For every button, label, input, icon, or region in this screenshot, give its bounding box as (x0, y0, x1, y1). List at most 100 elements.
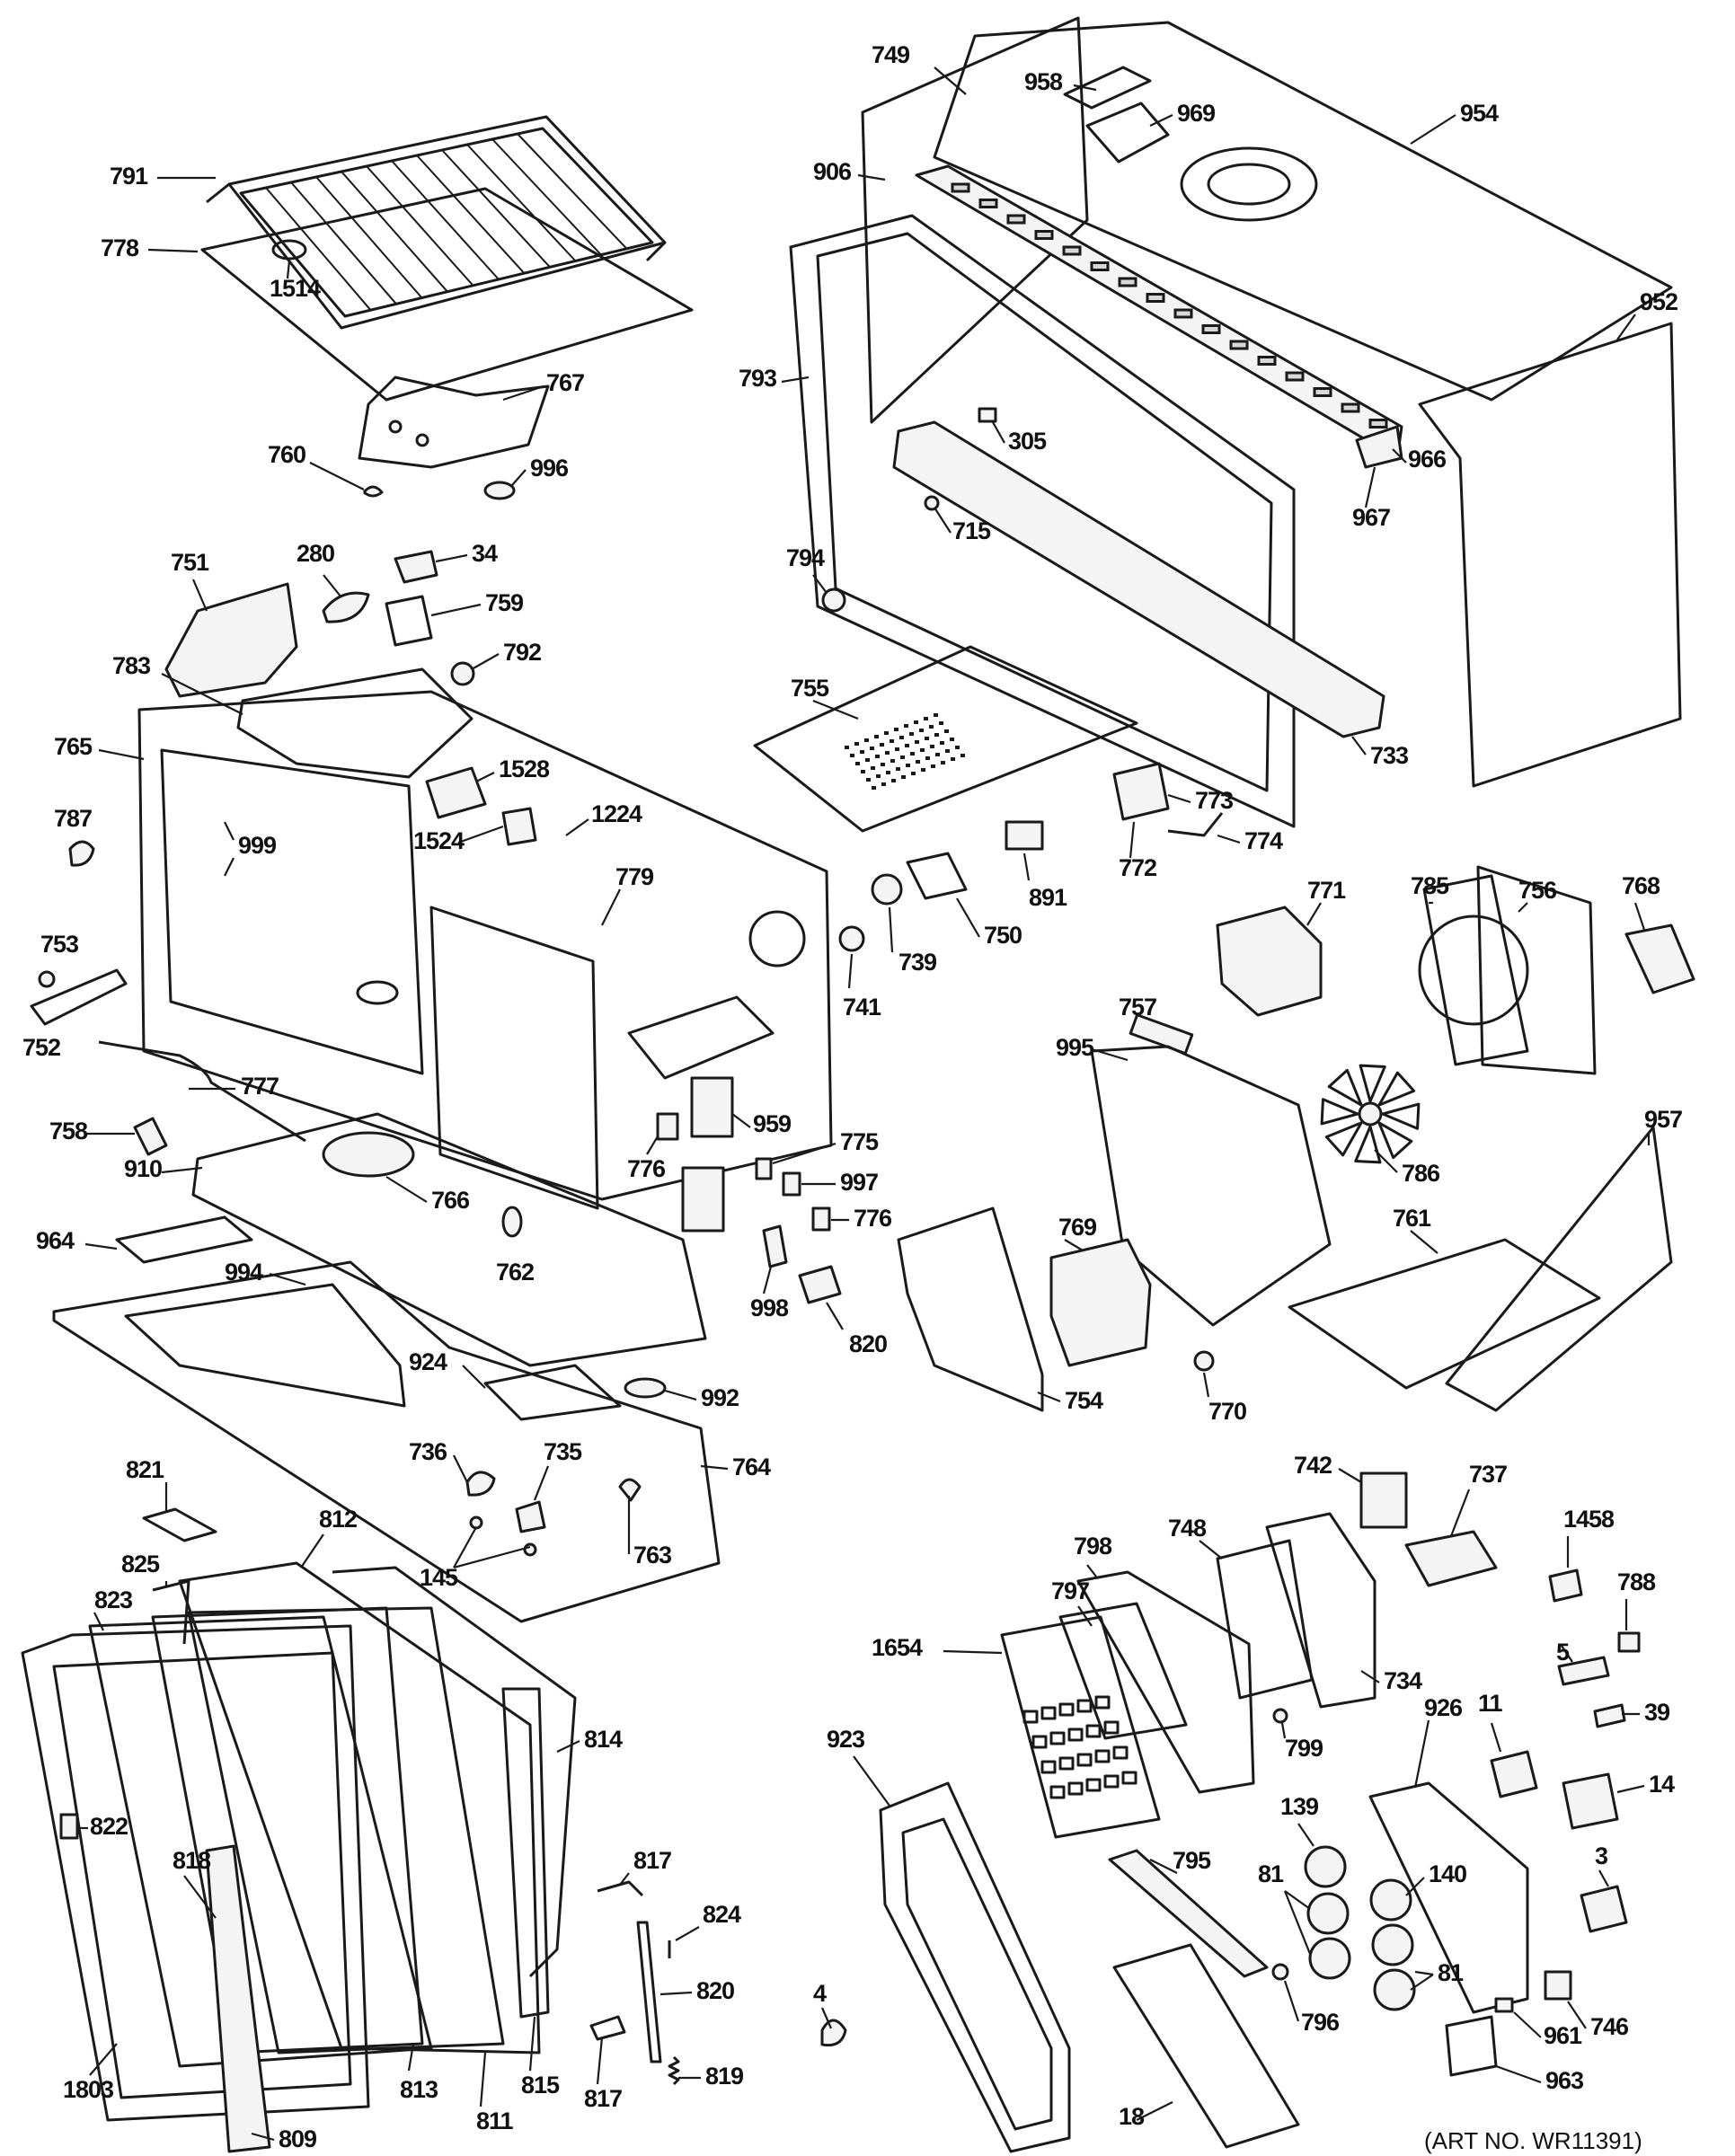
callout-11: 11 (1478, 1690, 1503, 1717)
leader-145-2 (453, 1545, 531, 1569)
base-761 (1288, 1238, 1601, 1390)
leader-81a-2 (1283, 1890, 1312, 1955)
grille-hole (876, 774, 881, 778)
callout-823: 823 (94, 1586, 133, 1613)
callout-280: 280 (297, 540, 334, 567)
callout-906: 906 (813, 158, 852, 185)
leader-280 (323, 574, 342, 598)
callout-748: 748 (1168, 1515, 1207, 1542)
callout-815: 815 (521, 2072, 560, 2099)
leader-817a (619, 1872, 630, 1886)
leader-963 (1495, 2064, 1542, 2084)
leader-751 (191, 579, 208, 612)
callout-809: 809 (279, 2125, 317, 2152)
callout-812: 812 (319, 1506, 357, 1533)
leader-776a (646, 1135, 659, 1155)
leader-736 (453, 1454, 468, 1483)
spring-819 (668, 2055, 680, 2086)
callout-1524: 1524 (413, 827, 465, 854)
bracket-734 (1265, 1512, 1376, 1709)
leader-761 (1410, 1230, 1438, 1254)
part-757 (1129, 1013, 1194, 1056)
leader-750 (956, 897, 980, 938)
stirrer-cover-767 (358, 376, 550, 469)
part-998 (762, 1224, 788, 1268)
callout-733: 733 (1370, 742, 1409, 769)
grille-hole (900, 755, 905, 759)
leader-814 (556, 1740, 580, 1753)
leader-1514 (286, 260, 291, 279)
tray-910 (191, 1112, 707, 1367)
callout-739: 739 (898, 949, 937, 976)
leader-797 (1077, 1605, 1093, 1627)
leader-734 (1360, 1670, 1380, 1683)
callout-1528: 1528 (499, 755, 550, 782)
callout-923: 923 (827, 1726, 865, 1753)
callout-819: 819 (705, 2063, 744, 2090)
grille-hole (924, 717, 928, 720)
callout-762: 762 (496, 1259, 534, 1286)
leader-966 (1392, 448, 1407, 464)
leader-812 (300, 1533, 324, 1568)
part-792 (450, 661, 475, 686)
waveguide-754 (897, 1206, 1044, 1412)
probe-777 (98, 1040, 306, 1143)
grille-hole (950, 738, 954, 741)
leader-4 (820, 2007, 833, 2029)
screw-145a (469, 1515, 483, 1530)
callout-910: 910 (124, 1155, 162, 1182)
leader-14 (1616, 1784, 1645, 1794)
callout-766: 766 (431, 1187, 470, 1214)
grille-hole (894, 728, 898, 731)
leader-769 (1064, 1239, 1084, 1251)
callout-995: 995 (1056, 1034, 1094, 1061)
callout-813: 813 (400, 2076, 438, 2103)
callout-742: 742 (1294, 1452, 1332, 1479)
switch-820 (798, 1265, 842, 1304)
arm-820 (636, 1921, 662, 2063)
leader-924 (462, 1365, 486, 1389)
leader-741 (847, 953, 854, 989)
leader-759 (430, 603, 482, 617)
callout-737: 737 (1469, 1461, 1507, 1488)
grille-hole (896, 767, 900, 771)
callout-751: 751 (171, 549, 209, 576)
callout-798: 798 (1074, 1533, 1112, 1560)
leader-959 (731, 1113, 751, 1128)
grille-hole (904, 724, 908, 728)
callout-81a: 81 (1258, 1860, 1284, 1887)
leader-954 (1410, 114, 1456, 145)
callout-811: 811 (476, 2107, 514, 2134)
grille-hole (934, 713, 938, 717)
callout-34: 34 (472, 540, 498, 567)
keypad-key (1067, 1781, 1084, 1796)
board-798 (1076, 1570, 1255, 1794)
callout-741: 741 (843, 994, 881, 1021)
callout-926: 926 (1424, 1694, 1463, 1721)
grille-hole (916, 760, 920, 764)
part-746 (1544, 1970, 1572, 2001)
leader-811 (479, 2052, 487, 2107)
hinge-821 (142, 1507, 217, 1542)
leader-906 (857, 173, 886, 181)
callout-756: 756 (1518, 877, 1557, 904)
callout-776a: 776 (627, 1155, 666, 1182)
rack-bar (315, 176, 423, 299)
callout-994: 994 (225, 1259, 263, 1286)
vent-slot (1006, 214, 1026, 225)
fan-blade (1377, 1121, 1413, 1160)
keypad-key (1031, 1735, 1048, 1749)
callout-792: 792 (503, 639, 541, 666)
callout-1654: 1654 (872, 1634, 923, 1661)
bracket-963 (1445, 2015, 1498, 2077)
grille-hole (854, 742, 859, 746)
rack-bar (366, 165, 474, 287)
callout-772: 772 (1119, 854, 1156, 881)
grille-hole (915, 740, 919, 744)
leader-754 (1037, 1391, 1061, 1403)
keypad-key (1085, 1778, 1102, 1792)
callout-825: 825 (121, 1551, 160, 1577)
clip-758 (133, 1117, 168, 1156)
part-766 (322, 1131, 415, 1178)
callout-1458: 1458 (1563, 1506, 1615, 1533)
